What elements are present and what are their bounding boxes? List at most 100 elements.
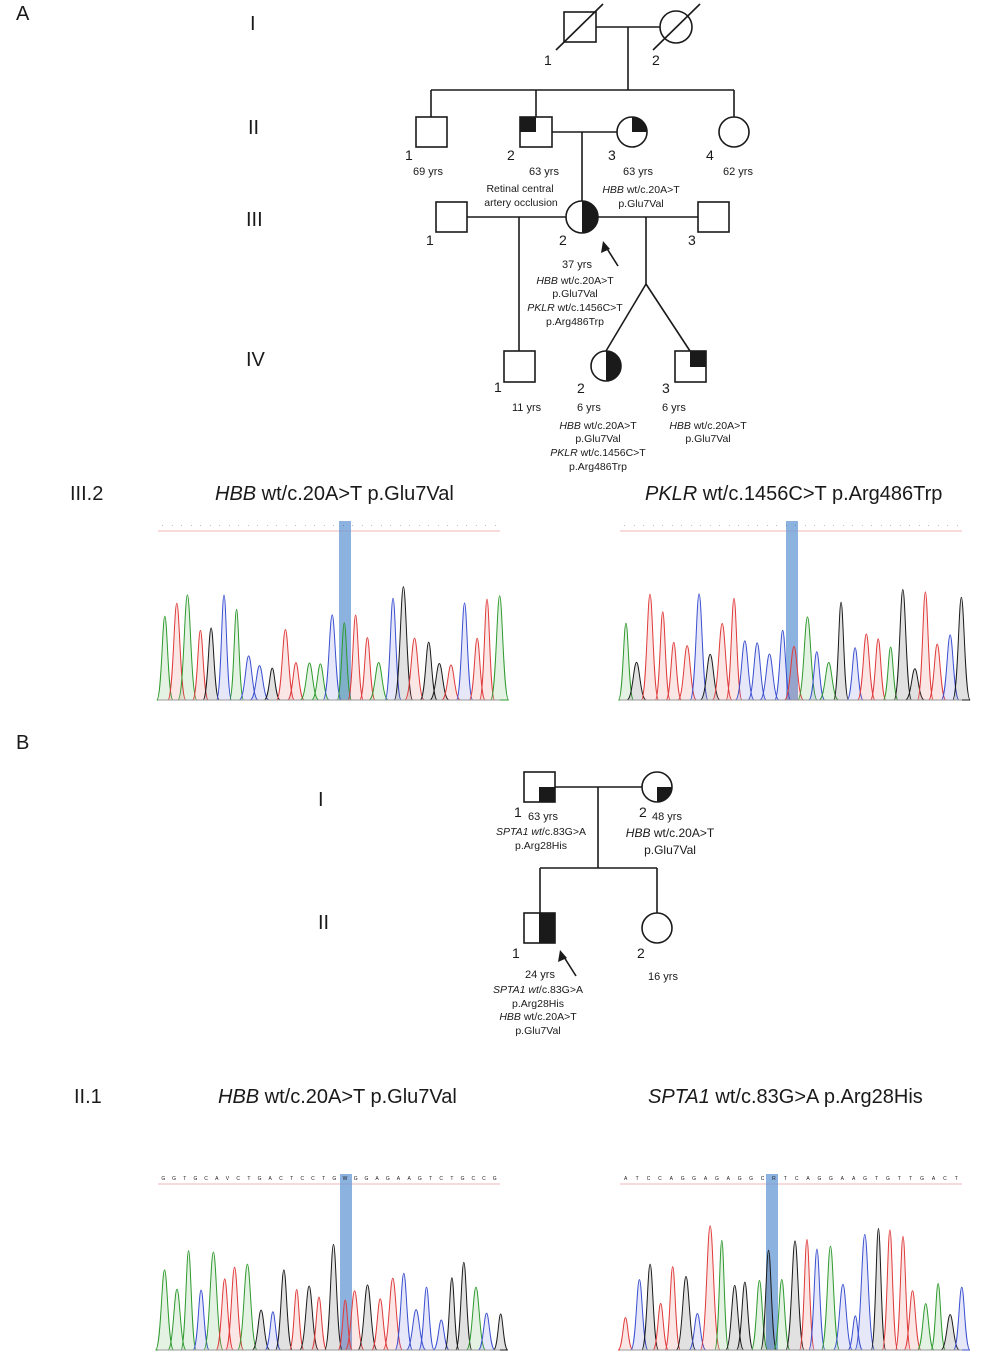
individual-a-ii-3: 3 63 yrs HBB wt/c.20A>T p.Glu7Val — [602, 116, 680, 210]
trace-peak — [847, 1315, 864, 1351]
pedigree-lines-b — [539, 786, 658, 913]
base-call: · — [947, 523, 949, 529]
trace-peak — [930, 1283, 946, 1351]
base-call: · — [624, 523, 626, 529]
base-call: · — [871, 523, 873, 529]
individual-a-ii-4: 4 62 yrs — [706, 116, 753, 178]
base-call: A — [806, 1176, 810, 1182]
base-call: T — [183, 1176, 186, 1182]
genotype-note: SPTA1 wt/c.83G>A — [493, 984, 583, 996]
trace-peak — [640, 593, 660, 701]
trace-peak — [665, 641, 682, 701]
base-call: · — [371, 523, 373, 529]
chromatogram-title-b-1: HBB wt/c.20A>T p.Glu7Val — [218, 1086, 457, 1108]
age-label: 62 yrs — [723, 166, 753, 178]
id-number: 1 — [512, 945, 520, 961]
protein-note: p.Arg486Trp — [546, 316, 604, 328]
individual-b-i-1: 1 63 yrs SPTA1 wt/c.83G>A p.Arg28His — [496, 771, 586, 852]
base-call: · — [437, 523, 439, 529]
id-number: 3 — [662, 380, 670, 396]
id-number: 2 — [507, 147, 515, 163]
gen-label-b-1: I — [318, 789, 324, 811]
variant-highlight — [340, 1174, 352, 1350]
trace-peak — [953, 1286, 971, 1351]
base-call: · — [833, 523, 835, 529]
individual-a-i-2: 2 — [652, 3, 701, 68]
base-call: · — [200, 523, 202, 529]
base-call: C — [471, 1176, 475, 1182]
age-label: 63 yrs — [529, 166, 559, 178]
trace-peak — [368, 661, 389, 701]
base-call: · — [266, 523, 268, 529]
trace-peak — [493, 1313, 509, 1351]
base-call: · — [880, 523, 882, 529]
trace-peak — [429, 663, 450, 701]
age-label: 6 yrs — [577, 402, 601, 414]
proband-arrow-icon — [601, 241, 619, 267]
base-call: · — [700, 523, 702, 529]
id-number: 4 — [706, 147, 714, 163]
trace-peak — [854, 1233, 876, 1351]
trace-peak — [336, 622, 353, 701]
trace-peak — [832, 1283, 854, 1351]
base-call: · — [652, 523, 654, 529]
base-call: · — [333, 523, 335, 529]
base-call: C — [761, 1176, 765, 1182]
base-call: · — [380, 523, 382, 529]
base-call: G — [681, 1176, 685, 1182]
base-call: C — [943, 1176, 947, 1182]
protein-note: p.Arg28His — [515, 840, 567, 852]
age-label: 6 yrs — [662, 402, 686, 414]
trace-peak — [311, 663, 330, 701]
trace-peak — [444, 1277, 460, 1351]
individual-a-iv-1: 1 11 yrs — [494, 350, 542, 414]
base-call: G — [886, 1176, 890, 1182]
base-call: · — [456, 523, 458, 529]
base-call: A — [841, 1176, 845, 1182]
base-call: · — [171, 523, 173, 529]
clinical-note: artery occlusion — [484, 197, 558, 209]
trace-peak — [759, 653, 780, 701]
trace-peak — [274, 1269, 293, 1351]
age-label: 69 yrs — [413, 166, 443, 178]
base-call: · — [937, 523, 939, 529]
base-call: G — [461, 1176, 465, 1182]
trace-peak — [783, 645, 805, 701]
base-call: · — [956, 523, 958, 529]
protein-note: p.Glu7Val — [575, 433, 620, 445]
base-call: · — [428, 523, 430, 529]
trace-peak — [664, 1266, 681, 1351]
base-call: · — [852, 523, 854, 529]
genotype-note: PKLR wt/c.1456C>T — [550, 447, 646, 459]
base-call: C — [279, 1176, 283, 1182]
base-call: · — [494, 523, 496, 529]
base-call: A — [397, 1176, 401, 1182]
base-call: · — [418, 523, 420, 529]
trace-peak — [177, 594, 198, 701]
protein-note: p.Arg486Trp — [569, 461, 627, 473]
trace-peak — [251, 1309, 271, 1351]
base-call: A — [670, 1176, 674, 1182]
trace-peak — [940, 634, 960, 701]
age-label: 16 yrs — [648, 971, 678, 983]
trace-peak — [322, 614, 342, 701]
base-call: G — [829, 1176, 833, 1182]
chromatogram-sample-label-a: III.2 — [70, 483, 103, 505]
trace-peak — [677, 645, 697, 701]
age-label: 37 yrs — [562, 259, 592, 271]
trace-peak — [617, 1317, 634, 1351]
base-call: · — [757, 523, 759, 529]
age-label: 11 yrs — [512, 402, 542, 414]
base-call: G — [364, 1176, 368, 1182]
base-call: · — [209, 523, 211, 529]
base-call: V — [226, 1176, 230, 1182]
base-call: T — [955, 1176, 958, 1182]
individual-a-iii-1: 1 — [426, 201, 468, 248]
individual-b-ii-2: 2 16 yrs — [637, 912, 678, 983]
trace-peak — [820, 1245, 841, 1351]
base-call: A — [704, 1176, 708, 1182]
base-call: C — [204, 1176, 208, 1182]
trace-peak — [833, 601, 850, 701]
